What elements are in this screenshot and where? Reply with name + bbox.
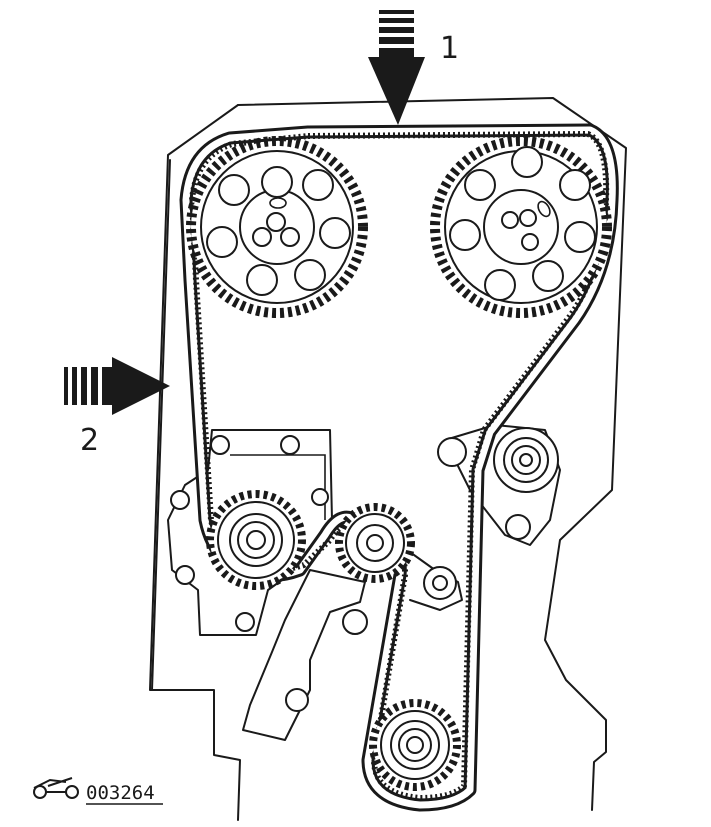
callout-arrow-2	[64, 357, 170, 415]
tensioner-pulley	[335, 503, 415, 583]
camshaft-sprocket-left	[186, 136, 368, 318]
callout-arrow-1	[368, 10, 425, 125]
publisher-logo-icon	[33, 777, 79, 799]
catalog-number: 003264	[86, 782, 155, 804]
idler-pulley	[493, 427, 559, 493]
crankshaft-pulley	[369, 699, 461, 791]
water-pump-pulley	[206, 490, 306, 590]
callout-label-2: 2	[80, 423, 99, 458]
tensioner-arm	[242, 544, 463, 741]
idler-bracket	[437, 424, 561, 546]
camshaft-sprocket-right	[430, 136, 612, 318]
callout-label-1: 1	[440, 31, 459, 66]
